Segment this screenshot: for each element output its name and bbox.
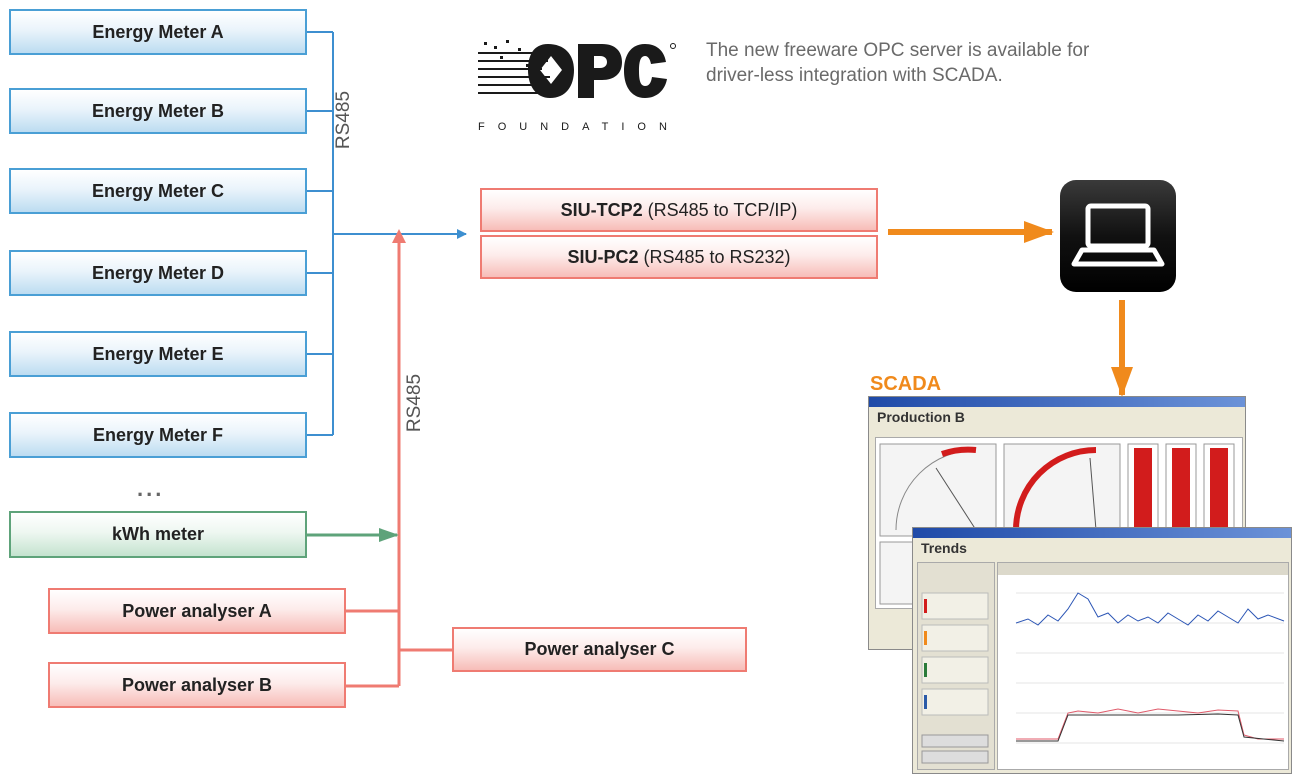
kwh-meter-box: kWh meter bbox=[9, 511, 307, 558]
siu-tcp2-box: SIU-TCP2 (RS485 to TCP/IP) bbox=[480, 188, 878, 232]
opc-logo-graphic: FOUNDATION bbox=[478, 40, 680, 133]
power-analyser-a-label: Power analyser A bbox=[122, 600, 272, 621]
opc-logo-wordmark: FOUNDATION bbox=[478, 121, 680, 133]
scada-window-trends: Trends bbox=[912, 527, 1292, 774]
rs485-top-label: RS485 bbox=[333, 90, 354, 150]
power-analyser-b-box: Power analyser B bbox=[48, 662, 346, 708]
siu-pc2-name: SIU-PC2 bbox=[567, 246, 639, 267]
energy-meter-d-label: Energy Meter D bbox=[91, 262, 225, 283]
rs485-middle-label: RS485 bbox=[404, 373, 425, 433]
more-meters-ellipsis: ... bbox=[137, 476, 165, 501]
trends-window-title: Trends bbox=[921, 540, 967, 556]
kwh-meter-label: kWh meter bbox=[111, 524, 205, 544]
energy-meter-f-box: Energy Meter F bbox=[9, 412, 307, 458]
siu-pc2-desc: (RS485 to RS232) bbox=[638, 246, 791, 267]
energy-meter-a-label: Energy Meter A bbox=[92, 21, 224, 42]
trends-sidebar bbox=[917, 562, 995, 770]
energy-meter-b-label: Energy Meter B bbox=[91, 100, 225, 121]
power-analyser-c-box: Power analyser C bbox=[452, 627, 747, 672]
computer-icon bbox=[1058, 178, 1178, 294]
siu-pc2-box: SIU-PC2 (RS485 to RS232) bbox=[480, 235, 878, 279]
energy-meter-b-box: Energy Meter B bbox=[9, 88, 307, 134]
production-window-title: Production B bbox=[877, 409, 965, 425]
energy-meter-c-box: Energy Meter C bbox=[9, 168, 307, 214]
energy-meter-a-box: Energy Meter A bbox=[9, 9, 307, 55]
energy-meter-c-label: Energy Meter C bbox=[91, 180, 225, 201]
rs485-analyser-bus bbox=[346, 229, 452, 688]
energy-meter-e-label: Energy Meter E bbox=[92, 343, 224, 364]
rs485-meter-bus bbox=[307, 31, 467, 436]
trends-chart-area bbox=[997, 562, 1289, 770]
siu-tcp2-desc: (RS485 to TCP/IP) bbox=[642, 199, 798, 220]
power-analyser-a-box: Power analyser A bbox=[48, 588, 346, 634]
energy-meter-f-label: Energy Meter F bbox=[92, 424, 224, 445]
energy-meter-d-box: Energy Meter D bbox=[9, 250, 307, 296]
opc-foundation-logo: FOUNDATION bbox=[478, 34, 688, 134]
energy-meter-e-box: Energy Meter E bbox=[9, 331, 307, 377]
siu-tcp2-name: SIU-TCP2 bbox=[560, 199, 643, 220]
opc-description: The new freeware OPC server is available… bbox=[706, 40, 1090, 86]
power-analyser-b-label: Power analyser B bbox=[121, 674, 273, 695]
scada-label: SCADA bbox=[870, 373, 942, 395]
power-analyser-c-label: Power analyser C bbox=[524, 639, 675, 659]
